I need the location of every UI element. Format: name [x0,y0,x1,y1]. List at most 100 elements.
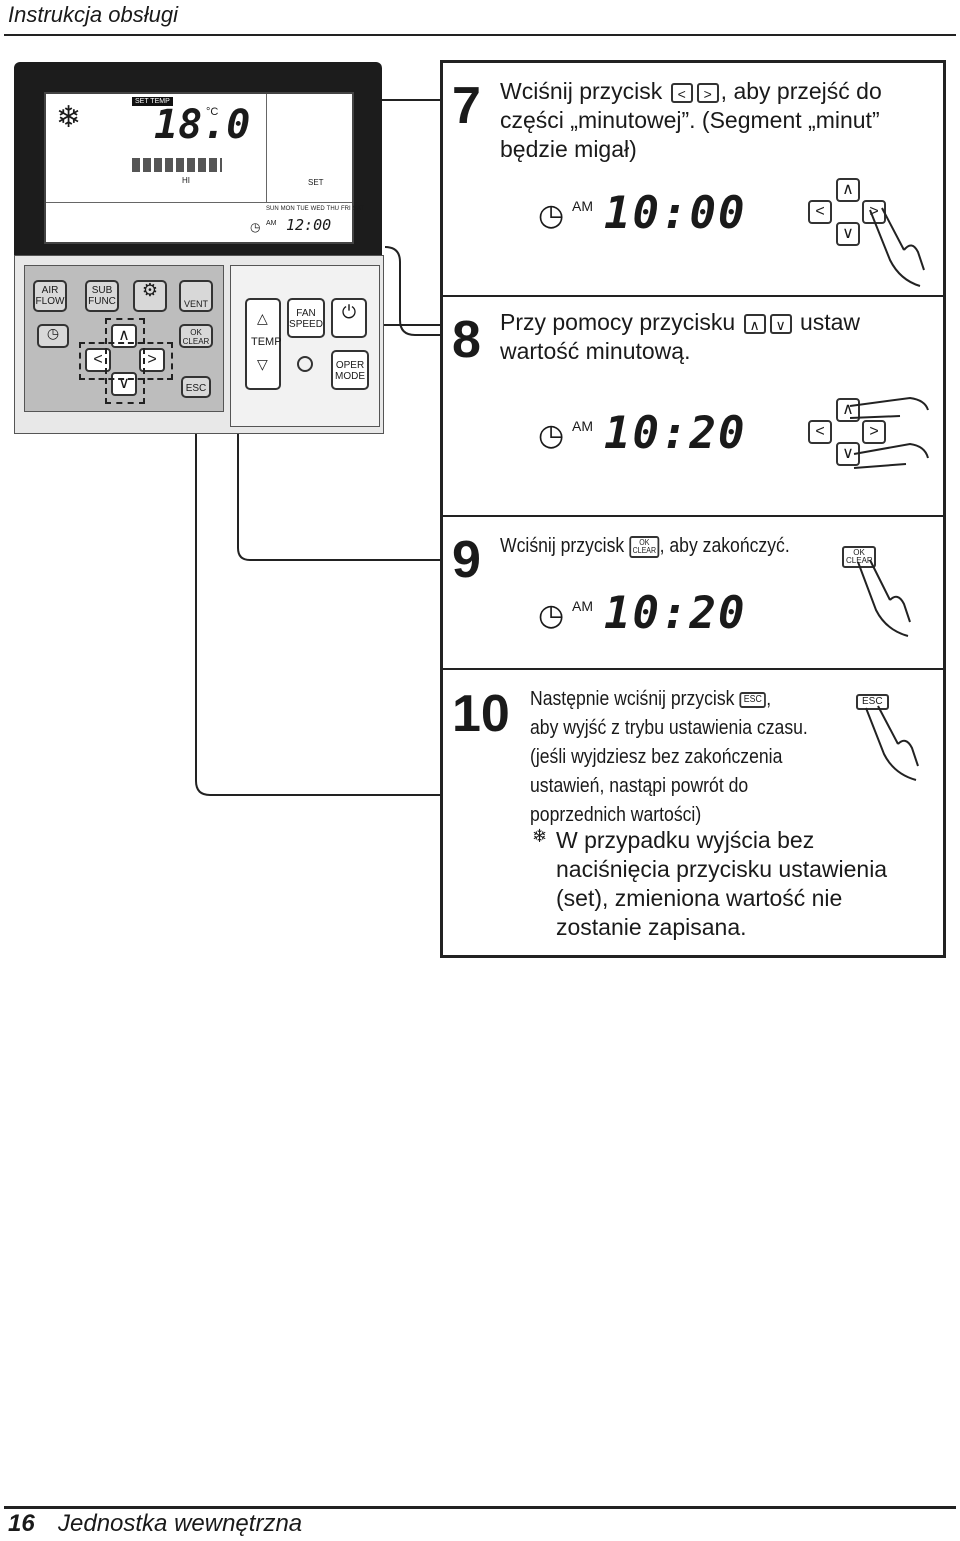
clock-icon: ◷ [538,199,565,232]
step-9-am: AM [572,598,593,614]
lcd-temperature: 18.0 [154,102,251,148]
clear-key-label: CLEAR [632,545,657,555]
note-bullet-icon: ❄ [532,826,548,846]
step-9-text-b: , aby zakończyć. [659,535,790,557]
step-8-text-c: wartość minutową. [500,338,691,364]
step-separator [440,295,946,297]
step-10-note-1: W przypadku wyjścia bez [556,827,815,853]
ok-key-label: OK [639,537,650,547]
step-separator [440,668,946,670]
snowflake-icon: ❄ [56,101,82,134]
left-key-icon: < [670,82,693,103]
clear-label: CLEAR [182,337,210,346]
remote-right-panel: △ TEMP ▽ FAN SPEED ⏻ OPER MODE [230,265,380,427]
esc-key-icon: ESC [856,694,889,710]
step-10-line-4: ustawień, nastąpi powrót do [530,775,749,797]
step-9-time: 10:20 [604,588,747,639]
step-10-note-3: (set), zmieniona wartość nie [556,885,843,911]
lcd-set-indicator: SET [308,178,324,187]
hand-pointer-icon [850,396,929,469]
esc-button[interactable]: ESC [181,376,211,398]
esc-key-icon: ESC [739,691,767,708]
triangle-down-icon: ▽ [257,356,268,372]
lcd-fan-level: HI [182,176,190,185]
lcd-day: SUN [266,206,279,212]
up-key-icon: ∧ [836,398,860,422]
left-key-icon: < [808,420,832,444]
step-separator [440,515,946,517]
lcd-divider-h [46,202,352,203]
step-10-line-2: aby wyjść z trybu ustawienia czasu. [530,717,808,739]
lcd-divider [266,94,267,202]
left-key-icon: < [808,200,832,224]
up-key-icon: ∧ [836,178,860,202]
step-10-line-3: (jeśli wyjdziesz bez zakończenia [530,746,783,768]
lcd-day: THU [326,206,340,212]
lcd-day: TUE [296,206,309,212]
step-10-text: Następnie wciśnij przycisk ESC, aby wyjś… [530,685,900,830]
lcd-temp-unit: °C [206,106,219,118]
step-10-note-4: zostanie zapisana. [556,914,747,940]
clock-icon: ◷ [538,419,565,452]
hand-pointer-icon [865,705,919,781]
ok-clear-button[interactable]: OK CLEAR [179,324,213,348]
clock-icon: ◷ [538,599,565,632]
step-8-text-a: Przy pomocy przycisku [500,309,736,335]
step-7-text-d: będzie migał) [500,136,637,162]
step-10-line-5: poprzednich wartości) [530,804,702,826]
triangle-up-icon: △ [257,310,268,326]
up-arrow-button[interactable]: ∧ [111,324,137,348]
page-number: 16 [8,1510,35,1537]
step-7-time: 10:00 [604,188,747,239]
step-9-text-a: Wciśnij przycisk [500,535,625,557]
step-9-text: Wciśnij przycisk OK CLEAR , aby zakończy… [500,532,887,561]
temp-label: TEMP [251,336,282,348]
right-key-icon: > [862,420,886,444]
up-key-icon: ∧ [743,313,766,334]
temp-rocker[interactable] [245,298,281,390]
step-7-text-b: , aby przejść do [720,78,882,104]
down-arrow-button[interactable]: ∨ [111,372,137,396]
power-button[interactable]: ⏻ [331,298,367,338]
footer-title: Jednostka wewnętrzna [58,1510,303,1537]
ok-key-label: OK [853,548,865,557]
remote-left-panel: AIR FLOW SUB FUNC ⚙ VENT ◷ ∧ < > ∨ OK CL… [24,265,224,412]
step-number: 9 [452,531,481,589]
gear-icon[interactable]: ⚙ [133,280,167,312]
clock-icon: ◷ [250,220,261,234]
lcd-day: SAT [352,206,364,212]
oper-mode-button[interactable]: OPER MODE [331,350,369,390]
hand-pointer-icon [857,559,911,637]
step-7-text: Wciśnij przycisk <>, aby przejść do częś… [500,77,940,164]
fan-speed-button[interactable]: FAN SPEED [287,298,325,338]
step-8-text: Przy pomocy przycisku ∧∨ ustaw wartość m… [500,308,940,366]
lcd-am: AM [266,220,277,227]
step-number: 8 [452,311,481,369]
page-header-title: Instrukcja obsługi [8,2,178,27]
lcd-time: 12:00 [286,216,332,234]
ok-clear-key-icon: OK CLEAR [629,535,660,558]
clear-key-label: CLEAR [846,556,873,565]
right-key-icon: > [696,82,719,103]
down-key-icon: ∨ [769,313,792,334]
clock-button[interactable]: ◷ [37,324,69,348]
leftright-highlight [79,342,173,380]
ok-label: OK [190,328,202,337]
air-flow-button[interactable]: AIR FLOW [33,280,67,312]
lcd-day: WED [310,206,325,212]
vent-button[interactable]: VENT [179,280,213,312]
step-8-am: AM [572,418,593,434]
updown-highlight [105,318,145,404]
indicator-led [297,356,313,372]
steps-panel [440,60,946,958]
lcd-set-temp-label: SET TEMP [132,97,173,106]
lcd-fan-bars [132,158,222,172]
step-10-line-1b: , [766,688,772,710]
step-10-note-2: naciśnięcia przycisku ustawienia [556,856,888,882]
sub-func-button[interactable]: SUB FUNC [85,280,119,312]
step-7-am: AM [572,198,593,214]
step-8-time: 10:20 [604,408,747,459]
step-7-text-a: Wciśnij przycisk [500,78,663,104]
lcd-day: FRI [341,206,351,212]
down-key-icon: ∨ [836,222,860,246]
